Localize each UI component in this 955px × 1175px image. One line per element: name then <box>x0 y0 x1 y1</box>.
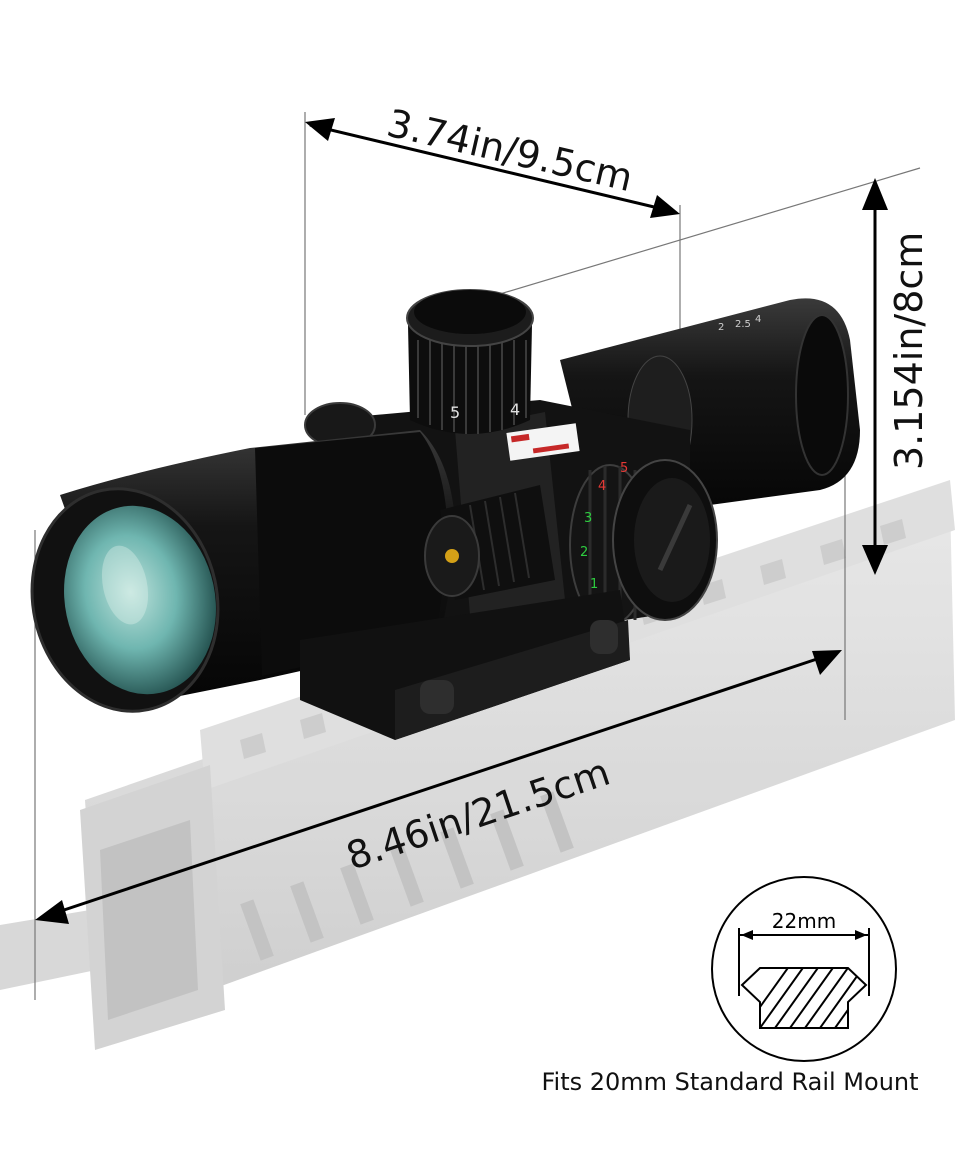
illum-number-5: 5 <box>620 461 628 476</box>
rail-profile-inset: 22mm <box>711 876 897 1062</box>
height-dimension-arrow <box>862 178 888 575</box>
rail-mount <box>300 590 630 740</box>
height-dimension-label: 3.154in/8cm <box>887 232 931 470</box>
turret-number-4: 4 <box>510 400 520 419</box>
objective-lens <box>30 487 220 713</box>
width-dimension-arrow <box>305 118 680 218</box>
laser-warning-label <box>506 423 580 461</box>
illum-number-3: 3 <box>584 511 592 526</box>
length-dimension-arrow <box>35 650 842 924</box>
illum-number-2: 2 <box>580 545 588 560</box>
svg-text:4: 4 <box>755 314 761 325</box>
rail-mount-caption: Fits 20mm Standard Rail Mount <box>541 1068 919 1096</box>
illumination-turret: 5 4 3 2 1 <box>569 459 718 626</box>
svg-text:2: 2 <box>718 322 724 333</box>
laser-module <box>424 485 555 600</box>
svg-text:2.5: 2.5 <box>735 319 751 330</box>
illum-number-4: 4 <box>598 479 606 494</box>
illum-number-1: 1 <box>590 577 598 592</box>
rail-measure-label: 22mm <box>772 909 836 933</box>
turret-number-5: 5 <box>450 403 460 422</box>
rifle-scope: 2 2.5 4 5 4 <box>30 289 860 740</box>
elevation-turret: 5 4 <box>406 289 534 434</box>
width-dimension-label: 3.74in/9.5cm <box>383 101 637 200</box>
